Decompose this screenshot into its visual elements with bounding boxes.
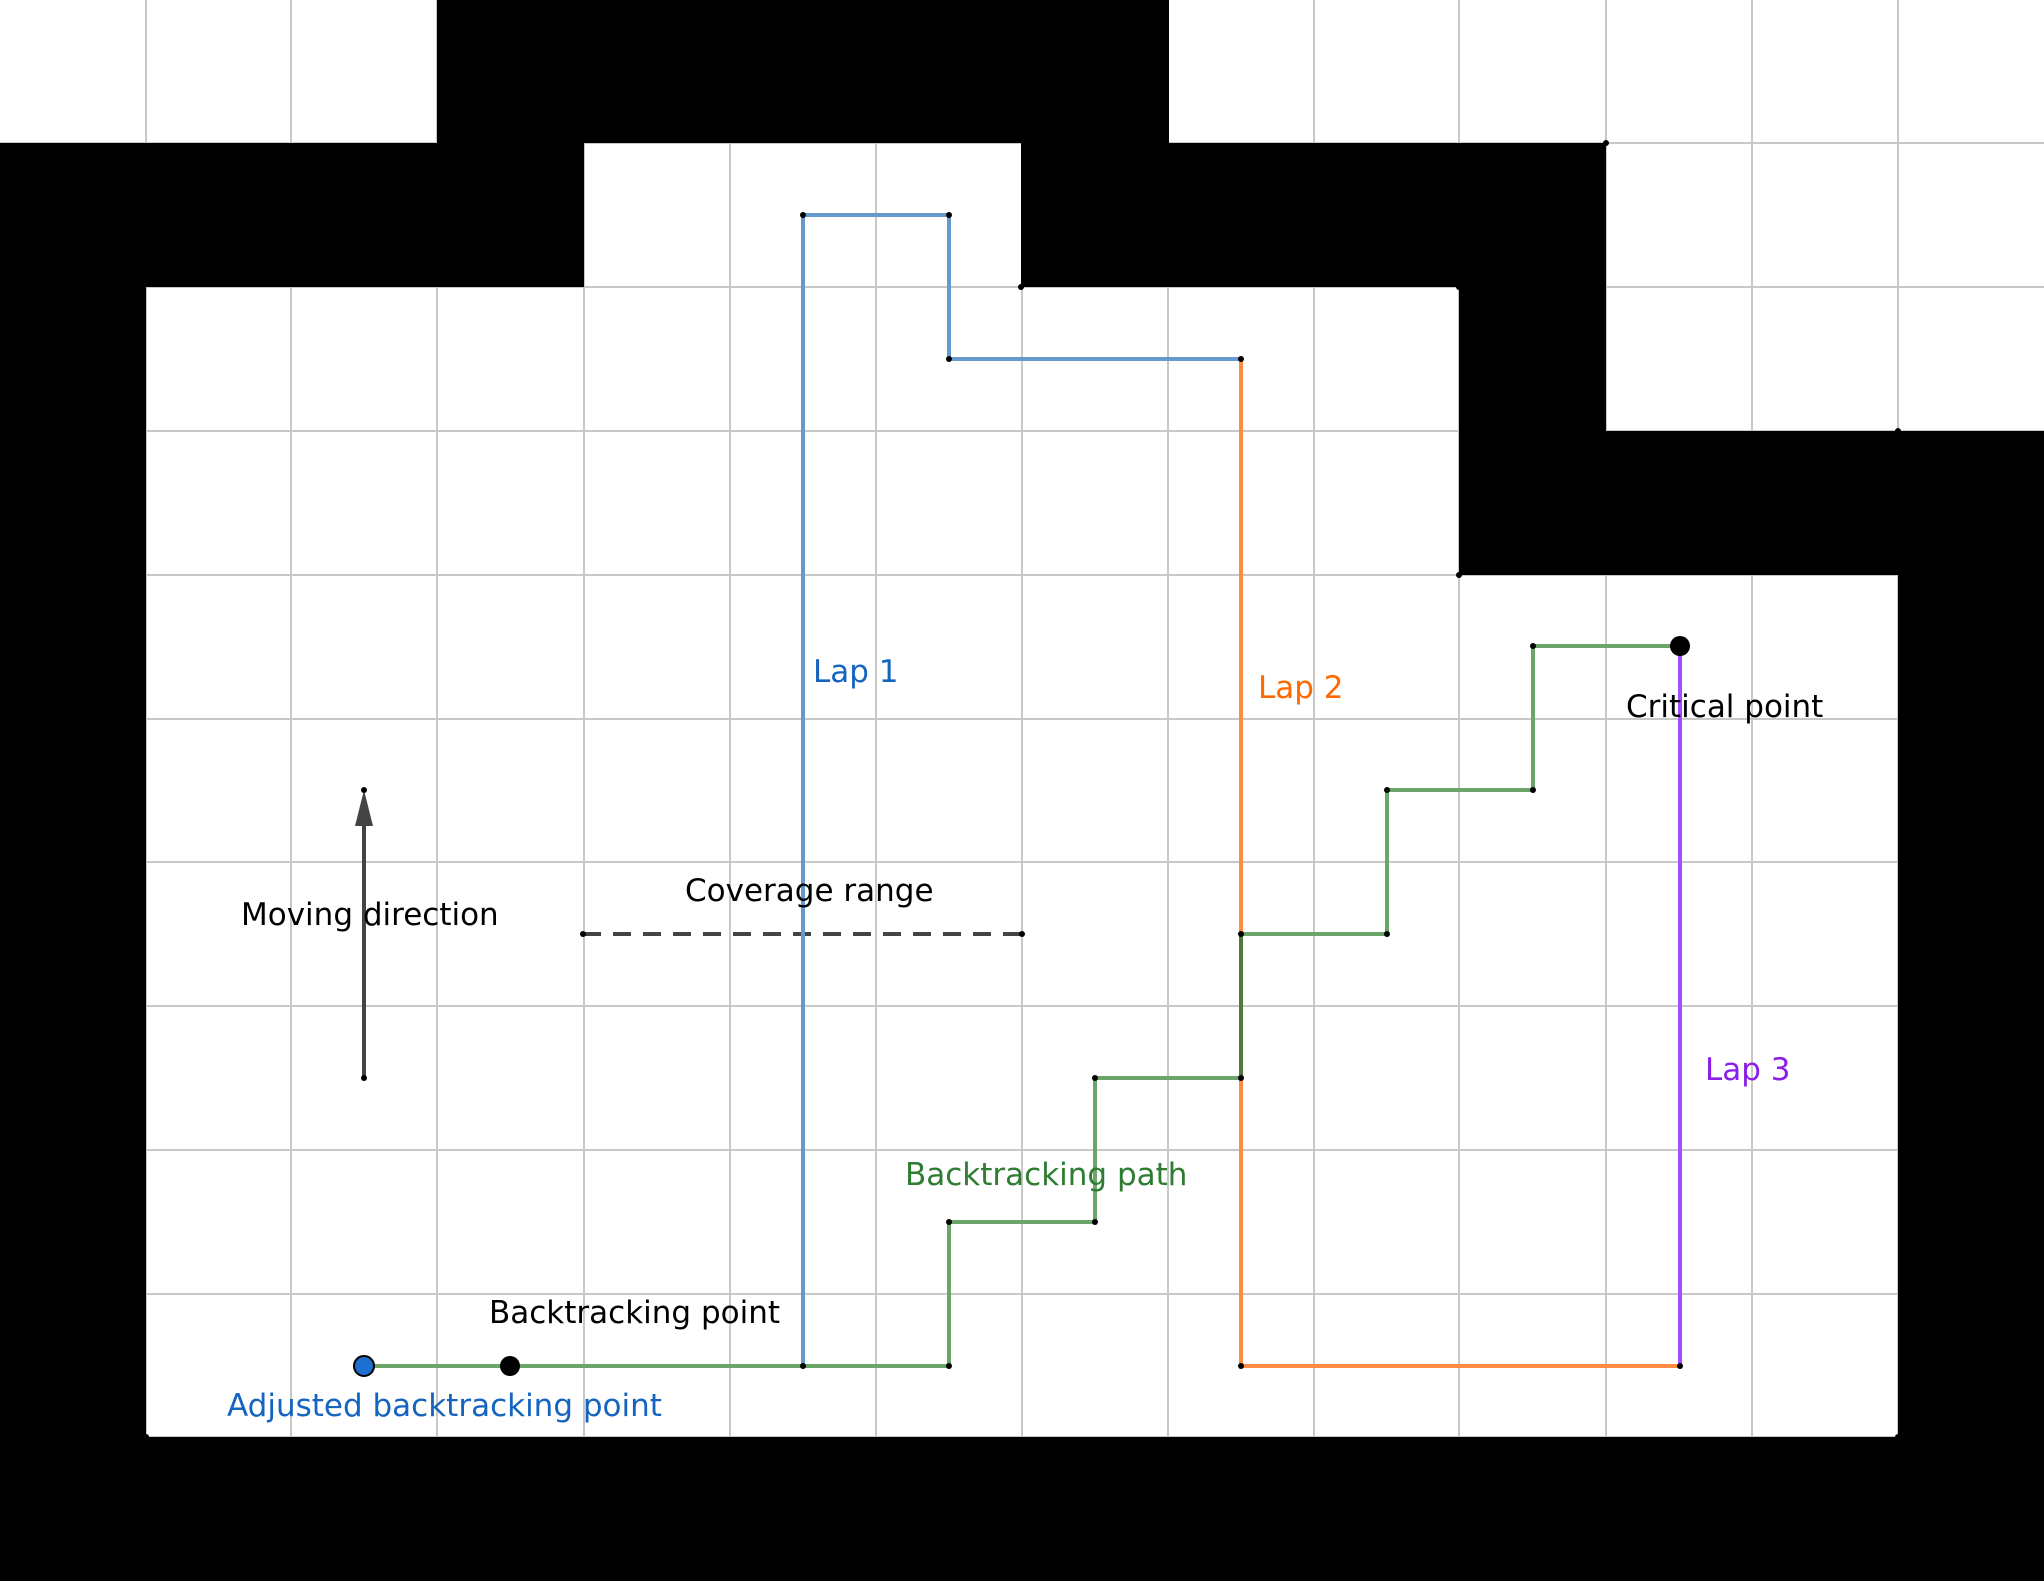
obstacle-right-wall <box>1898 431 2044 1581</box>
moving-direction-label: Moving direction <box>241 897 499 933</box>
vertex-dot <box>1384 787 1390 793</box>
vertex-dot <box>1238 1363 1244 1369</box>
obstacle-left-wall <box>0 143 146 1581</box>
obstacle-corner-dot <box>1603 140 1609 146</box>
obstacle-top-block <box>437 0 584 287</box>
obstacle-corner-dot <box>1895 1434 1901 1440</box>
lap3-label: Lap 3 <box>1705 1052 1791 1088</box>
adjusted-backtracking-point-marker <box>353 1355 375 1377</box>
vertex-dot <box>946 1363 952 1369</box>
obstacle-corner-dot <box>1895 428 1901 434</box>
obstacle-top-bar <box>584 0 1169 143</box>
obstacle-corner-dot <box>1456 572 1462 578</box>
obstacle-bottom-wall <box>0 1437 2044 1581</box>
vertex-dot <box>800 212 806 218</box>
obstacle-mid-bar <box>1021 143 1606 287</box>
path-vertex-dots <box>143 140 1901 1440</box>
adjusted-backtracking-point-label: Adjusted backtracking point <box>227 1388 662 1424</box>
vertex-dot <box>946 1219 952 1225</box>
backtracking-path-label: Backtracking path <box>905 1157 1187 1193</box>
obstacle-corner-dot <box>1456 284 1462 290</box>
backtracking-point-label: Backtracking point <box>489 1295 780 1331</box>
moving-direction-arrow-head <box>355 790 373 826</box>
critical-point-marker <box>1670 636 1690 656</box>
vertex-dot <box>1238 931 1244 937</box>
vertex-dot <box>1092 1219 1098 1225</box>
vertex-dot <box>800 1363 806 1369</box>
coverage-range-label: Coverage range <box>685 873 934 909</box>
backtracking-point-marker <box>500 1356 520 1376</box>
lap1-label: Lap 1 <box>813 654 899 690</box>
obstacle-corner-dot <box>1018 284 1024 290</box>
coverage-range-end-dot <box>1019 931 1025 937</box>
vertex-dot <box>946 356 952 362</box>
lap2-label: Lap 2 <box>1258 670 1344 706</box>
vertex-dot <box>946 212 952 218</box>
critical-point-label: Critical point <box>1626 689 1823 725</box>
moving-direction-start-dot <box>361 1075 367 1081</box>
moving-direction-end-dot <box>361 787 367 793</box>
vertex-dot <box>1384 931 1390 937</box>
vertex-dot <box>1530 787 1536 793</box>
vertex-dot <box>1092 1075 1098 1081</box>
vertex-dot <box>1238 1075 1244 1081</box>
vertex-dot <box>1530 643 1536 649</box>
vertex-dot <box>1677 1363 1683 1369</box>
vertex-dot <box>1238 356 1244 362</box>
coverage-range-start-dot <box>580 931 586 937</box>
obstacle-corner-dot <box>143 1434 149 1440</box>
